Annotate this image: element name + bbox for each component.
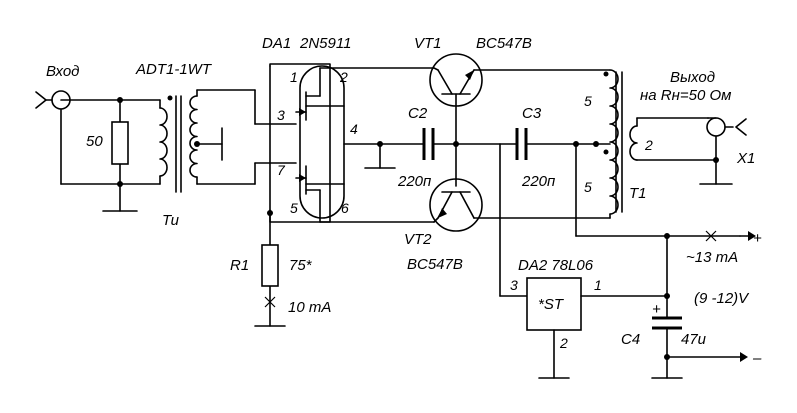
- r1-current-label: 10 mA: [288, 299, 331, 316]
- c4-label: C4: [621, 331, 640, 348]
- supply-range-label: (9 -12)V: [694, 290, 750, 307]
- vt1-label: VT1: [414, 35, 442, 52]
- input-transformer-label: ADT1-1WT: [135, 61, 213, 78]
- regulator-label: *ST: [538, 296, 565, 313]
- c4-value-label: 47u: [681, 331, 707, 348]
- r1-label: R1: [230, 257, 249, 274]
- t1-secondary-pin: 2: [644, 137, 653, 153]
- da1-pin-6: 6: [341, 200, 349, 216]
- plus-terminal-label: +: [753, 230, 762, 247]
- input-resistor: [111, 121, 129, 165]
- r1-resistor: [261, 244, 279, 287]
- r1-value-label: 75*: [289, 257, 313, 274]
- r1-wiring: [254, 65, 286, 327]
- vt2-label: VT2: [404, 231, 432, 248]
- t1-primary-bottom-pin: 5: [584, 179, 592, 195]
- da1-label: DA1: [262, 35, 291, 52]
- middle-node-wiring: [343, 128, 528, 297]
- t1-label: T1: [629, 185, 647, 202]
- da1-pin-3: 3: [277, 107, 285, 123]
- da1-pin-5: 5: [290, 200, 298, 216]
- output-label-line2: на Rн=50 Ом: [640, 87, 731, 104]
- vt1-type-label: BC547B: [476, 35, 532, 52]
- vt1-transistor: [319, 53, 611, 187]
- input-connector: [35, 90, 71, 185]
- supply-current-label: ~13 mA: [686, 249, 738, 266]
- t1-primary-top-pin: 5: [584, 93, 592, 109]
- da2-regulator: [526, 277, 668, 379]
- da2-pin-in: 3: [510, 277, 518, 293]
- da2-label: DA2 78L06: [518, 257, 594, 274]
- output-transformer: [593, 69, 717, 219]
- da1-dual-fet: [254, 63, 345, 223]
- da1-pin-2: 2: [339, 69, 348, 85]
- da1-pin-1: 1: [290, 69, 298, 85]
- da2-pin-out: 1: [594, 277, 602, 293]
- input-wiring: [60, 97, 161, 212]
- fet-type-label: 2N5911: [299, 35, 351, 52]
- c2-value-label: 220п: [397, 173, 431, 190]
- c3-value-label: 220п: [521, 173, 555, 190]
- c3-wiring: [499, 128, 741, 242]
- tu-label: Ти: [162, 212, 180, 229]
- input-transformer: [159, 89, 256, 193]
- c4-plus-label: +: [652, 301, 661, 318]
- da2-pin-gnd: 2: [559, 335, 568, 351]
- x1-label: X1: [736, 150, 755, 167]
- da1-pin-7: 7: [277, 162, 286, 178]
- da1-pin-4: 4: [350, 121, 358, 137]
- vt2-transistor: [319, 178, 611, 232]
- c3-label: C3: [522, 105, 542, 122]
- input-resistor-label: 50: [86, 133, 103, 150]
- output-label-line1: Выход: [670, 69, 715, 86]
- vt2-type-label: BC547B: [407, 256, 463, 273]
- output-connector: [699, 117, 747, 185]
- input-label: Вход: [46, 63, 79, 80]
- minus-terminal-label: –: [752, 350, 762, 367]
- c2-label: C2: [408, 105, 428, 122]
